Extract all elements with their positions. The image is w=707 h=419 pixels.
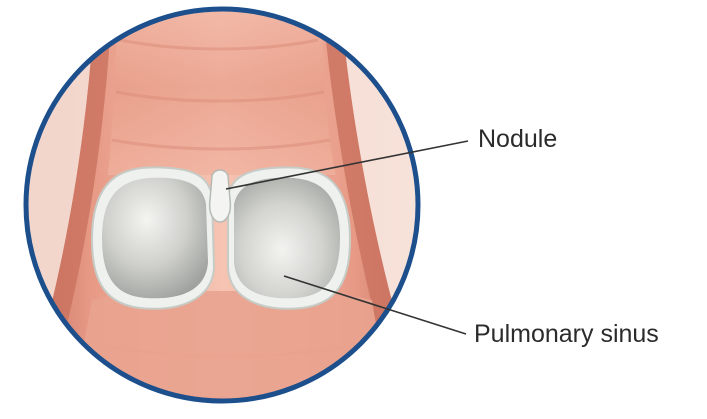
nodule <box>210 170 231 222</box>
right-cusp <box>234 178 340 299</box>
pulmonary-sinus-label: Pulmonary sinus <box>474 322 659 347</box>
nodule-label: Nodule <box>478 127 557 152</box>
left-cusp <box>102 178 208 299</box>
